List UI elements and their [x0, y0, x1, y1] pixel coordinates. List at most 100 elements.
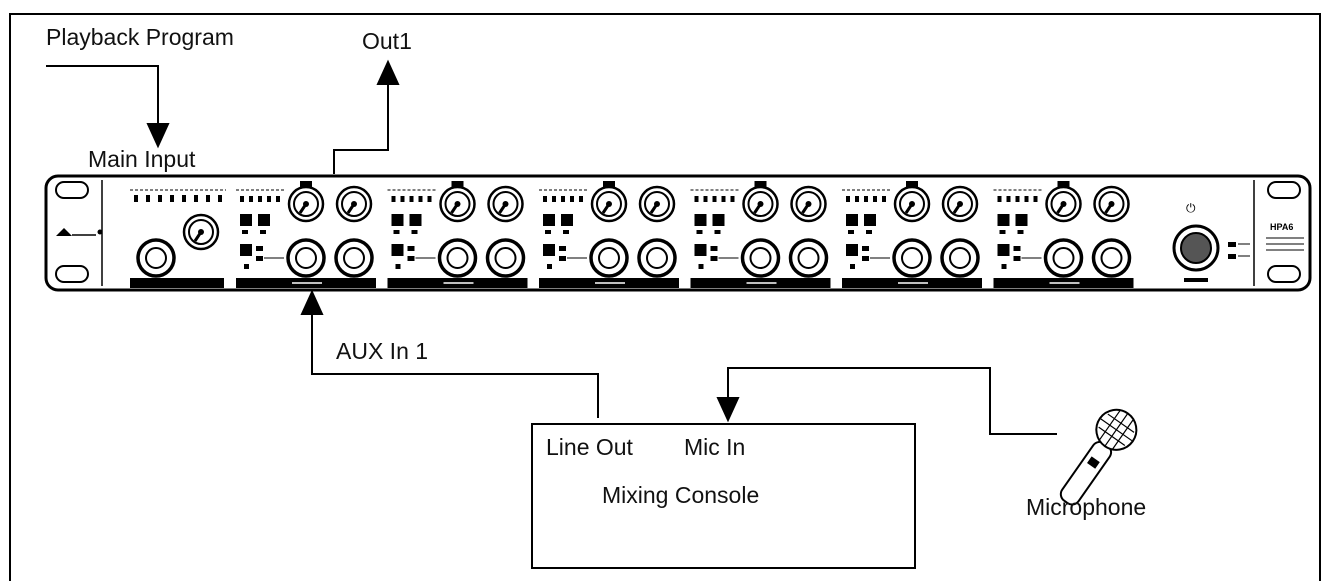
indicator-dot [862, 246, 869, 251]
indicator-dot [696, 230, 703, 234]
knob-marker [754, 181, 767, 187]
indicator-dot [395, 264, 401, 269]
indicator-dot [712, 196, 717, 202]
knob-icon [335, 185, 373, 223]
channel-strip [842, 181, 982, 288]
headphone-jack-icon [136, 238, 176, 278]
indicator-dot [698, 264, 704, 269]
indicator-dot [240, 196, 244, 202]
knob-marker [603, 181, 615, 187]
indicator-dot [407, 246, 415, 251]
indicator-dot [249, 196, 253, 202]
rack-ear-slot [55, 181, 89, 199]
indicator-dot [850, 264, 855, 269]
channel-button [561, 214, 573, 226]
indicator-dot [258, 196, 262, 202]
indicator-dot [1015, 196, 1020, 202]
indicator-dot [409, 196, 414, 202]
indicator-dot [997, 196, 1002, 202]
indicator-dot [1001, 264, 1007, 269]
mic-in-arrow [716, 367, 1057, 435]
knob-marker [1057, 181, 1070, 187]
indicator-dot [552, 196, 556, 202]
knob-icon [439, 185, 476, 223]
out1-label: Out1 [362, 28, 412, 54]
indicator-dot [400, 196, 405, 202]
indicator-dot [862, 256, 869, 261]
headphone-jack-icon [892, 238, 932, 278]
model-name: HPA6 [1270, 222, 1293, 232]
power-section: ⏻ [1172, 201, 1250, 282]
knob-icon [893, 185, 931, 223]
knob-icon [590, 185, 628, 223]
rack-ear-slot [1267, 181, 1301, 199]
channel-button [543, 214, 555, 226]
headphone-jack-icon [637, 238, 677, 278]
indicator-dot [855, 196, 859, 202]
channel-button [543, 244, 555, 256]
indicator-dot [999, 230, 1006, 234]
indicator-dot [848, 230, 854, 234]
channel-button [846, 214, 858, 226]
indicator-dot [710, 246, 718, 251]
aux-in-arrow [300, 289, 599, 418]
knob-icon [941, 185, 979, 223]
headphone-jack-icon [437, 238, 478, 278]
indicator-dot [1013, 256, 1021, 261]
rack-ear-slot [1267, 265, 1301, 283]
indicator-dot [267, 196, 271, 202]
channel-strip [993, 181, 1134, 288]
indicator-dot [256, 256, 263, 261]
playback-arrow [46, 65, 170, 149]
indicator-dot [873, 196, 877, 202]
indicator-dot [256, 246, 263, 251]
headphone-jack-icon [485, 238, 526, 278]
playback-program-label: Playback Program [46, 24, 234, 50]
mixing-console-box [531, 423, 916, 569]
channel-button [846, 244, 858, 256]
knob-icon [742, 185, 779, 223]
channel-strip [387, 181, 528, 288]
indicator-dot [703, 196, 708, 202]
channel-button [391, 214, 404, 226]
headphone-jack-icon [589, 238, 629, 278]
indicator-dot [721, 196, 726, 202]
indicator-dot [846, 196, 850, 202]
indicator-dot [543, 196, 547, 202]
channel-strip [236, 181, 376, 288]
indicator-dot [418, 196, 423, 202]
indicator-dot [579, 196, 583, 202]
indicator-dot [730, 196, 735, 202]
indicator-dot [407, 256, 415, 261]
indicator-dot [866, 230, 872, 234]
knob-icon [1045, 185, 1082, 223]
line-out-label: Line Out [546, 434, 633, 460]
microphone-icon [1059, 408, 1138, 506]
mixing-console-label: Mixing Console [602, 482, 760, 508]
knob-icon [638, 185, 676, 223]
knob-marker [906, 181, 918, 187]
channel-button [694, 244, 707, 256]
channel-button [391, 244, 404, 256]
indicator-dot [242, 230, 248, 234]
channel-strip [539, 181, 679, 288]
indicator-dot [559, 246, 566, 251]
channel-strips [236, 181, 1134, 288]
rack-ear-slot [55, 265, 89, 283]
model-badge: HPA6 [1266, 222, 1304, 251]
knob-icon [182, 213, 220, 251]
channel-button [864, 214, 876, 226]
knob-icon [1093, 185, 1130, 223]
aux-in-label: AUX In 1 [336, 338, 429, 364]
channel-button [997, 244, 1010, 256]
indicator-dot [1033, 196, 1038, 202]
indicator-dot [882, 196, 886, 202]
channel-button [240, 244, 252, 256]
indicator-dot [1017, 230, 1024, 234]
headphone-jack-icon [1091, 238, 1132, 278]
indicator-dot [570, 196, 574, 202]
headphone-jack-icon [940, 238, 980, 278]
indicator-dot [1024, 196, 1029, 202]
indicator-dot [411, 230, 418, 234]
indicator-dot [244, 264, 249, 269]
